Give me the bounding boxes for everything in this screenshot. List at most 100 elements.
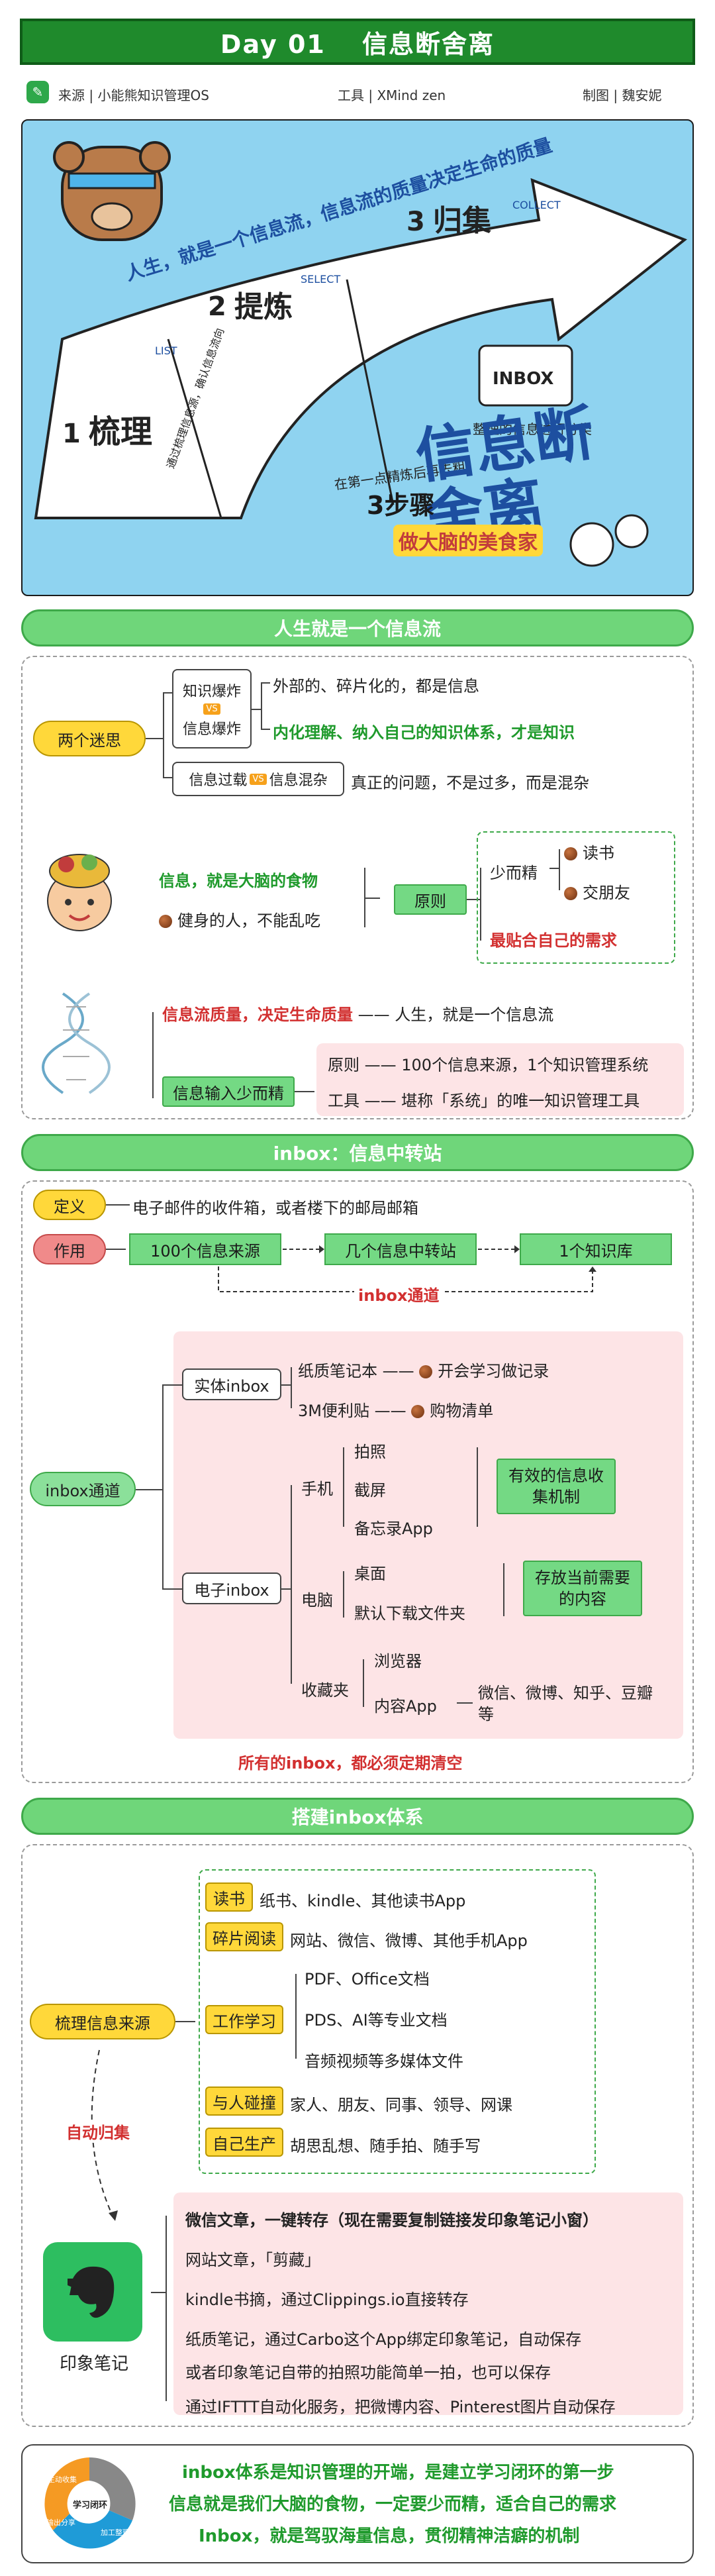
quality-desc: 人生，就是一个信息流	[395, 1005, 554, 1024]
evernote-methods-panel	[173, 2192, 683, 2415]
read-item: 读书	[564, 840, 614, 863]
favorites-label: 收藏夹	[301, 1681, 349, 1700]
cycle-step-2: 加工整理	[101, 2528, 130, 2537]
definition-desc: 电子邮件的收件箱，或者楼下的邮局邮箱	[132, 1199, 418, 1217]
two-myths-label: 两个迷思	[33, 721, 146, 756]
postit-use: 购物清单	[430, 1402, 494, 1420]
fav-browser: 浏览器	[374, 1652, 422, 1671]
connector	[136, 1489, 162, 1490]
phone-screenshot: 截屏	[354, 1481, 386, 1500]
myth1-a: 知识爆炸	[182, 683, 241, 700]
bracket	[503, 1563, 504, 1616]
fav-content-app: 内容App	[374, 1697, 437, 1716]
input-less-text: 信息输入少而精	[173, 1084, 284, 1103]
friend-item: 交朋友	[564, 880, 630, 903]
source-label: 梳理信息来源	[30, 2004, 175, 2039]
quality-title: 信息流质量，决定生命质量	[162, 1005, 353, 1024]
connector	[163, 692, 172, 694]
summary-line-1: inbox体系是知识管理的开端，是建立学习闭环的第一步	[182, 2463, 614, 2483]
dot-icon	[419, 1365, 433, 1378]
evernote-elephant-icon	[43, 2242, 142, 2342]
summary-card	[21, 2444, 694, 2563]
connector	[261, 729, 270, 730]
pc-label: 电脑	[301, 1591, 333, 1610]
paper-notebook: 纸质笔记本 ——	[298, 1362, 414, 1380]
connector	[467, 899, 480, 900]
myth2-desc: 真正的问题，不是过多，而是混杂	[351, 774, 589, 792]
source-desc-people: 家人、朋友、同事、领导、网课	[290, 2096, 512, 2114]
connector	[295, 1091, 314, 1092]
myth1-desc2: 内化理解、纳入自己的知识体系，才是知识	[273, 723, 575, 742]
connector	[559, 849, 560, 890]
section-title-inbox: inbox：信息中转站	[21, 1134, 694, 1171]
connector	[163, 777, 172, 778]
digital-inbox-box: 电子inbox	[182, 1572, 281, 1604]
principle-box: 原则	[394, 884, 467, 915]
function-text: 作用	[54, 1241, 85, 1261]
sources-group	[199, 1869, 596, 2174]
vs-badge: VS	[203, 703, 220, 715]
phone-note-box: 有效的信息收集机制	[497, 1459, 616, 1514]
section1-title-text: 人生就是一个信息流	[273, 618, 441, 640]
section2-card	[21, 1180, 694, 1783]
section2-title-text: inbox：信息中转站	[273, 1143, 442, 1164]
connector	[106, 1204, 130, 1206]
step1-tag: LIST	[155, 344, 177, 357]
dot-icon	[159, 915, 172, 928]
pc-desktop: 桌面	[354, 1565, 386, 1583]
step1-title: 梳理	[89, 413, 153, 450]
summary-line-3: Inbox，就是驾驭海量信息，贯彻精神洁癖的机制	[199, 2526, 580, 2546]
summary-line-2: 信息就是我们大脑的食物，一定要少而精，适合自己的需求	[169, 2495, 617, 2514]
postit-row: 3M便利贴 —— 购物清单	[298, 1398, 493, 1421]
source-label-text: 梳理信息来源	[55, 2014, 150, 2033]
connector	[343, 1571, 344, 1618]
method-5: 或者印象笔记自带的拍照功能简单一拍，也可以保存	[185, 2363, 551, 2382]
page-title-banner: Day 01 信息断舍离	[20, 19, 695, 65]
connector	[261, 682, 270, 684]
input-less-box: 信息输入少而精	[162, 1076, 295, 1107]
fit-needs: 最贴合自己的需求	[490, 931, 617, 950]
connector	[364, 898, 380, 899]
food-sub: 健身的人，不能乱吃	[177, 911, 320, 930]
tool-desc: 工具 —— 堪称「系统」的唯一知识管理工具	[328, 1092, 640, 1110]
method-3: kindle书摘，通过Clippings.io直接转存	[185, 2291, 469, 2309]
connector	[175, 2021, 195, 2022]
brain-food-illustration	[40, 848, 119, 934]
food-sub-row: 健身的人，不能乱吃	[159, 907, 320, 931]
source-tag-self: 自己生产	[205, 2128, 283, 2157]
cycle-step-1: 主动收集	[48, 2475, 77, 2484]
dna-illustration	[42, 992, 111, 1094]
definition-text: 定义	[54, 1197, 85, 1216]
step3-number: 3	[406, 207, 425, 237]
step3-title: 归集	[433, 204, 491, 238]
dot-icon	[564, 847, 577, 860]
connector	[281, 1384, 291, 1386]
hero-arrow-drawing	[34, 141, 687, 567]
learning-cycle-ring	[44, 2457, 136, 2549]
read-text: 读书	[583, 844, 614, 862]
source-tag-people: 与人碰撞	[205, 2087, 283, 2116]
tool-text: 工具 | XMind zen	[338, 87, 446, 103]
connector	[162, 1588, 182, 1590]
vs-badge: VS	[250, 773, 267, 785]
connector	[162, 1384, 182, 1386]
inbox-footer-note: 所有的inbox，都必须定期清空	[238, 1754, 463, 1773]
step3-caption: 整理的信息进行分类	[473, 421, 592, 437]
source-tag-fragment-text: 碎片阅读	[213, 1929, 276, 1948]
inbox-channel-text: inbox通道	[45, 1481, 120, 1500]
pc-downloads: 默认下载文件夹	[354, 1604, 465, 1623]
inbox-illustration-label: INBOX	[493, 369, 554, 389]
definition-label: 定义	[33, 1190, 106, 1220]
hero-subtitle: 做大脑的美食家	[393, 525, 543, 556]
connector	[363, 1659, 364, 1707]
phone-photo: 拍照	[354, 1443, 386, 1461]
connector	[281, 1588, 291, 1590]
auto-collect-label: 自动归集	[66, 2120, 130, 2143]
fav-apps: 微信、微博、知乎、豆瓣等	[478, 1684, 653, 1724]
myth2-b: 信息混杂	[269, 772, 328, 789]
principle-text: 原则	[414, 892, 446, 911]
function-label: 作用	[33, 1234, 106, 1264]
connector	[166, 2216, 167, 2401]
step3-tag: COLLECT	[512, 199, 561, 211]
connector	[549, 868, 559, 869]
